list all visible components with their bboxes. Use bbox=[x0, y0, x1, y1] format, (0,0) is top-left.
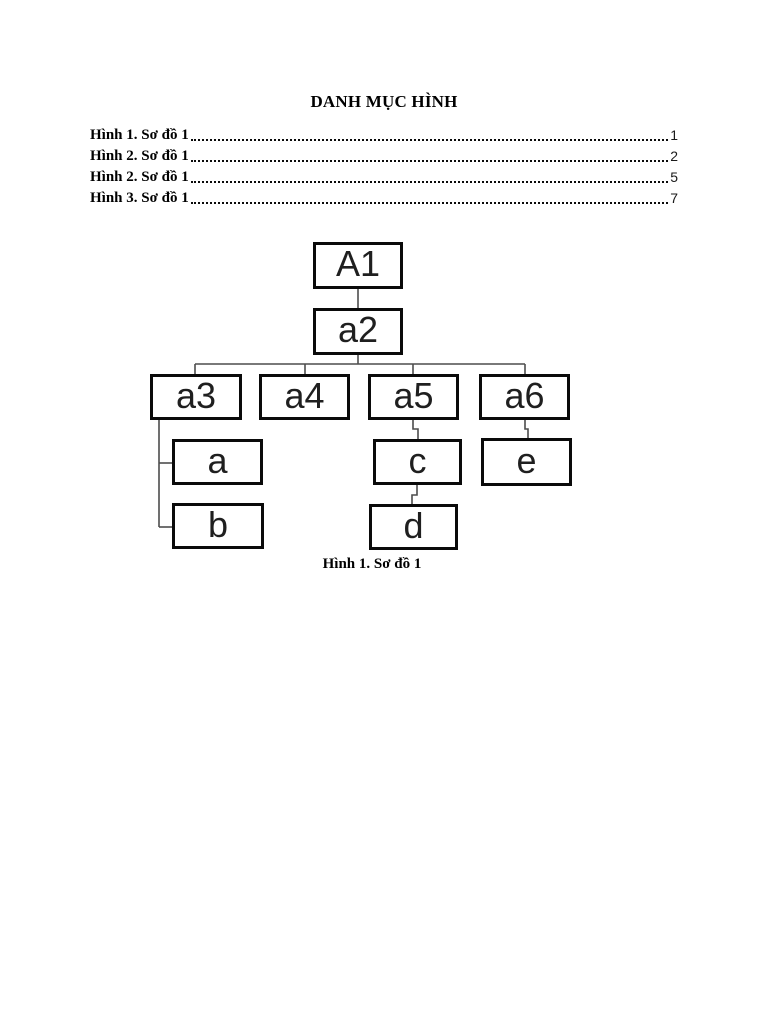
org-chart-figure: A1 a2 a3 a4 a5 a6 a b c d e bbox=[150, 242, 572, 550]
node-a[interactable]: a bbox=[172, 439, 263, 485]
toc-page-number: 7 bbox=[670, 190, 678, 206]
node-a5[interactable]: a5 bbox=[368, 374, 459, 420]
node-a4[interactable]: a4 bbox=[259, 374, 350, 420]
toc-page-number: 5 bbox=[670, 169, 678, 185]
node-e[interactable]: e bbox=[481, 438, 572, 486]
toc-entry-label: Hình 3. Sơ đồ 1 bbox=[90, 190, 189, 206]
connector-a6-e bbox=[524, 420, 529, 438]
node-a3[interactable]: a3 bbox=[150, 374, 242, 420]
toc-entry[interactable]: Hình 2. Sơ đồ 1 5 bbox=[90, 166, 678, 187]
toc-list: Hình 1. Sơ đồ 1 1 Hình 2. Sơ đồ 1 2 Hình… bbox=[90, 124, 678, 208]
toc-dot-leader bbox=[190, 139, 669, 141]
node-b[interactable]: b bbox=[172, 503, 264, 549]
toc-entry[interactable]: Hình 2. Sơ đồ 1 2 bbox=[90, 145, 678, 166]
toc-dot-leader bbox=[190, 181, 669, 183]
page-title: DANH MỤC HÌNH bbox=[310, 92, 458, 111]
node-d[interactable]: d bbox=[369, 504, 458, 550]
node-a6[interactable]: a6 bbox=[479, 374, 570, 420]
toc-entry[interactable]: Hình 3. Sơ đồ 1 7 bbox=[90, 187, 678, 208]
node-c[interactable]: c bbox=[373, 439, 462, 485]
toc-entry-label: Hình 2. Sơ đồ 1 bbox=[90, 148, 189, 164]
toc-entry-label: Hình 2. Sơ đồ 1 bbox=[90, 169, 189, 185]
toc-entry-label: Hình 1. Sơ đồ 1 bbox=[90, 127, 189, 143]
node-A1[interactable]: A1 bbox=[313, 242, 403, 289]
toc-page-number: 2 bbox=[670, 148, 678, 164]
node-a2[interactable]: a2 bbox=[313, 308, 403, 355]
toc-page-number: 1 bbox=[670, 127, 678, 143]
figure-caption: Hình 1. Sơ đồ 1 bbox=[322, 556, 422, 572]
connector-c-d bbox=[411, 485, 418, 504]
connector-a5-c bbox=[412, 420, 419, 439]
toc-dot-leader bbox=[190, 160, 669, 162]
toc-dot-leader bbox=[190, 202, 669, 204]
toc-entry[interactable]: Hình 1. Sơ đồ 1 1 bbox=[90, 124, 678, 145]
